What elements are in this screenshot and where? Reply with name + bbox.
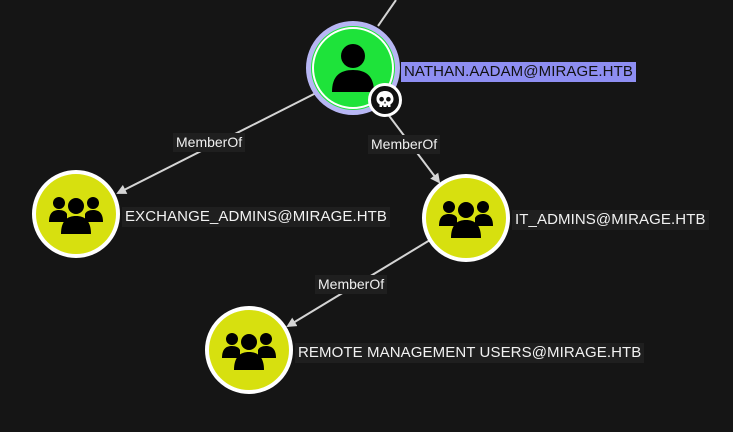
node-label-exchange-admins[interactable]: EXCHANGE_ADMINS@MIRAGE.HTB: [122, 207, 391, 227]
node-nathan-aadam[interactable]: [306, 21, 400, 115]
group-icon: [439, 201, 493, 238]
node-label-it-admins[interactable]: IT_ADMINS@MIRAGE.HTB: [512, 210, 709, 230]
skull-icon: [368, 83, 402, 117]
edge-label-it-admins-remote-mgmt[interactable]: MemberOf: [315, 275, 388, 294]
edge-label-nathan-it-admins[interactable]: MemberOf: [368, 135, 441, 154]
group-icon: [49, 197, 103, 234]
node-label-remote-management-users[interactable]: REMOTE MANAGEMENT USERS@MIRAGE.HTB: [295, 343, 645, 363]
node-it-admins[interactable]: [422, 174, 510, 262]
node-exchange-admins[interactable]: [32, 170, 120, 258]
group-icon: [222, 333, 276, 370]
node-remote-management-users[interactable]: [205, 306, 293, 394]
user-icon: [332, 44, 374, 92]
edge-label-nathan-exchange-admins[interactable]: MemberOf: [173, 133, 246, 152]
node-label-nathan-aadam[interactable]: NATHAN.AADAM@MIRAGE.HTB: [401, 62, 636, 82]
edge-offscreen-top[interactable]: [377, 0, 397, 27]
